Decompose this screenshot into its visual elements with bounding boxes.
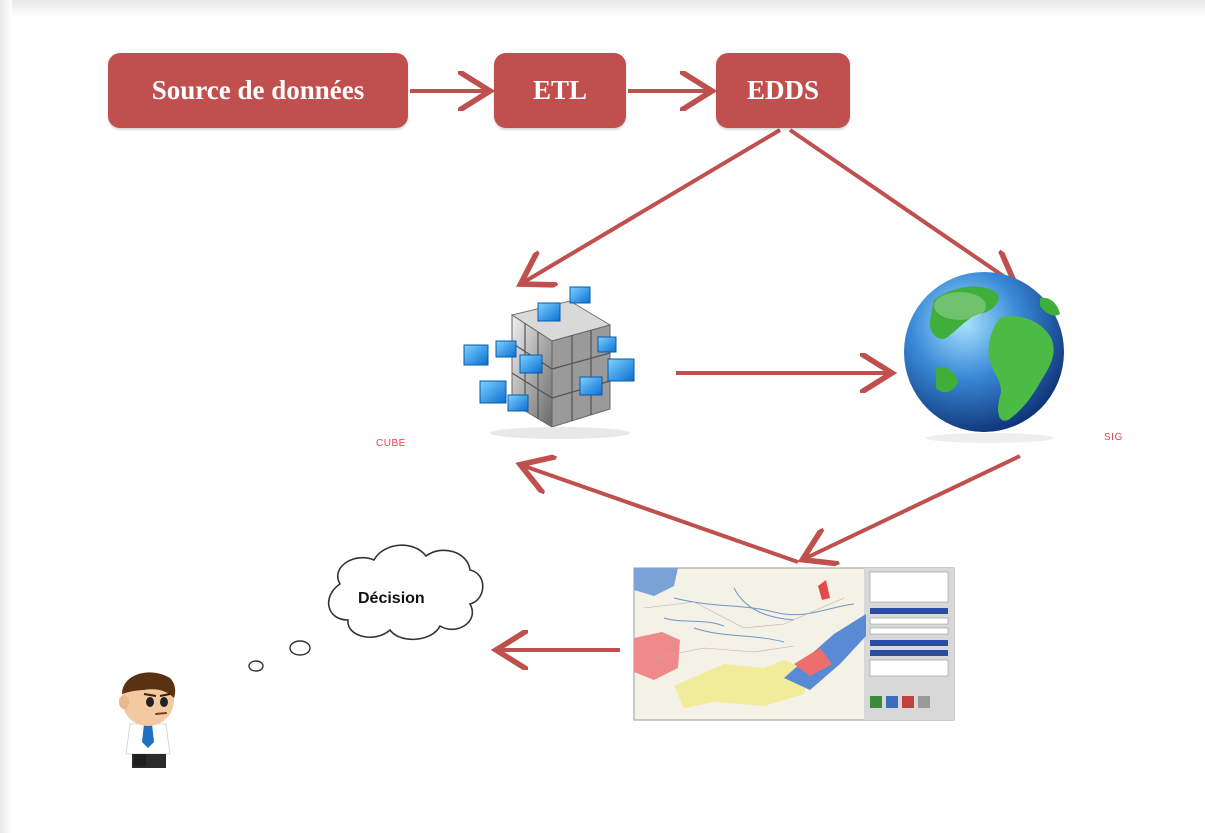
- arrow-edds-sig: [788, 128, 1012, 282]
- box-source-donnees: Source de données: [108, 53, 408, 128]
- thought-label: Décision: [358, 590, 425, 607]
- globe-icon: [904, 272, 1064, 443]
- person-icon: [119, 672, 176, 768]
- box-etl: ETL: [494, 53, 626, 128]
- arrow-edds-cube: [524, 128, 782, 282]
- box-edds: EDDS: [716, 53, 850, 128]
- frame-shadow-top: [0, 0, 1205, 18]
- arrow-map-cube: [524, 466, 799, 564]
- arrow-sig-map: [806, 454, 1021, 558]
- map-screenshot: [633, 567, 955, 721]
- sig-label: SIG: [1104, 432, 1123, 443]
- cube-icon: [463, 286, 635, 439]
- cube-label: CUBE: [376, 438, 406, 449]
- thought-bubble: Décision: [248, 544, 484, 672]
- frame-shadow-left: [0, 0, 12, 833]
